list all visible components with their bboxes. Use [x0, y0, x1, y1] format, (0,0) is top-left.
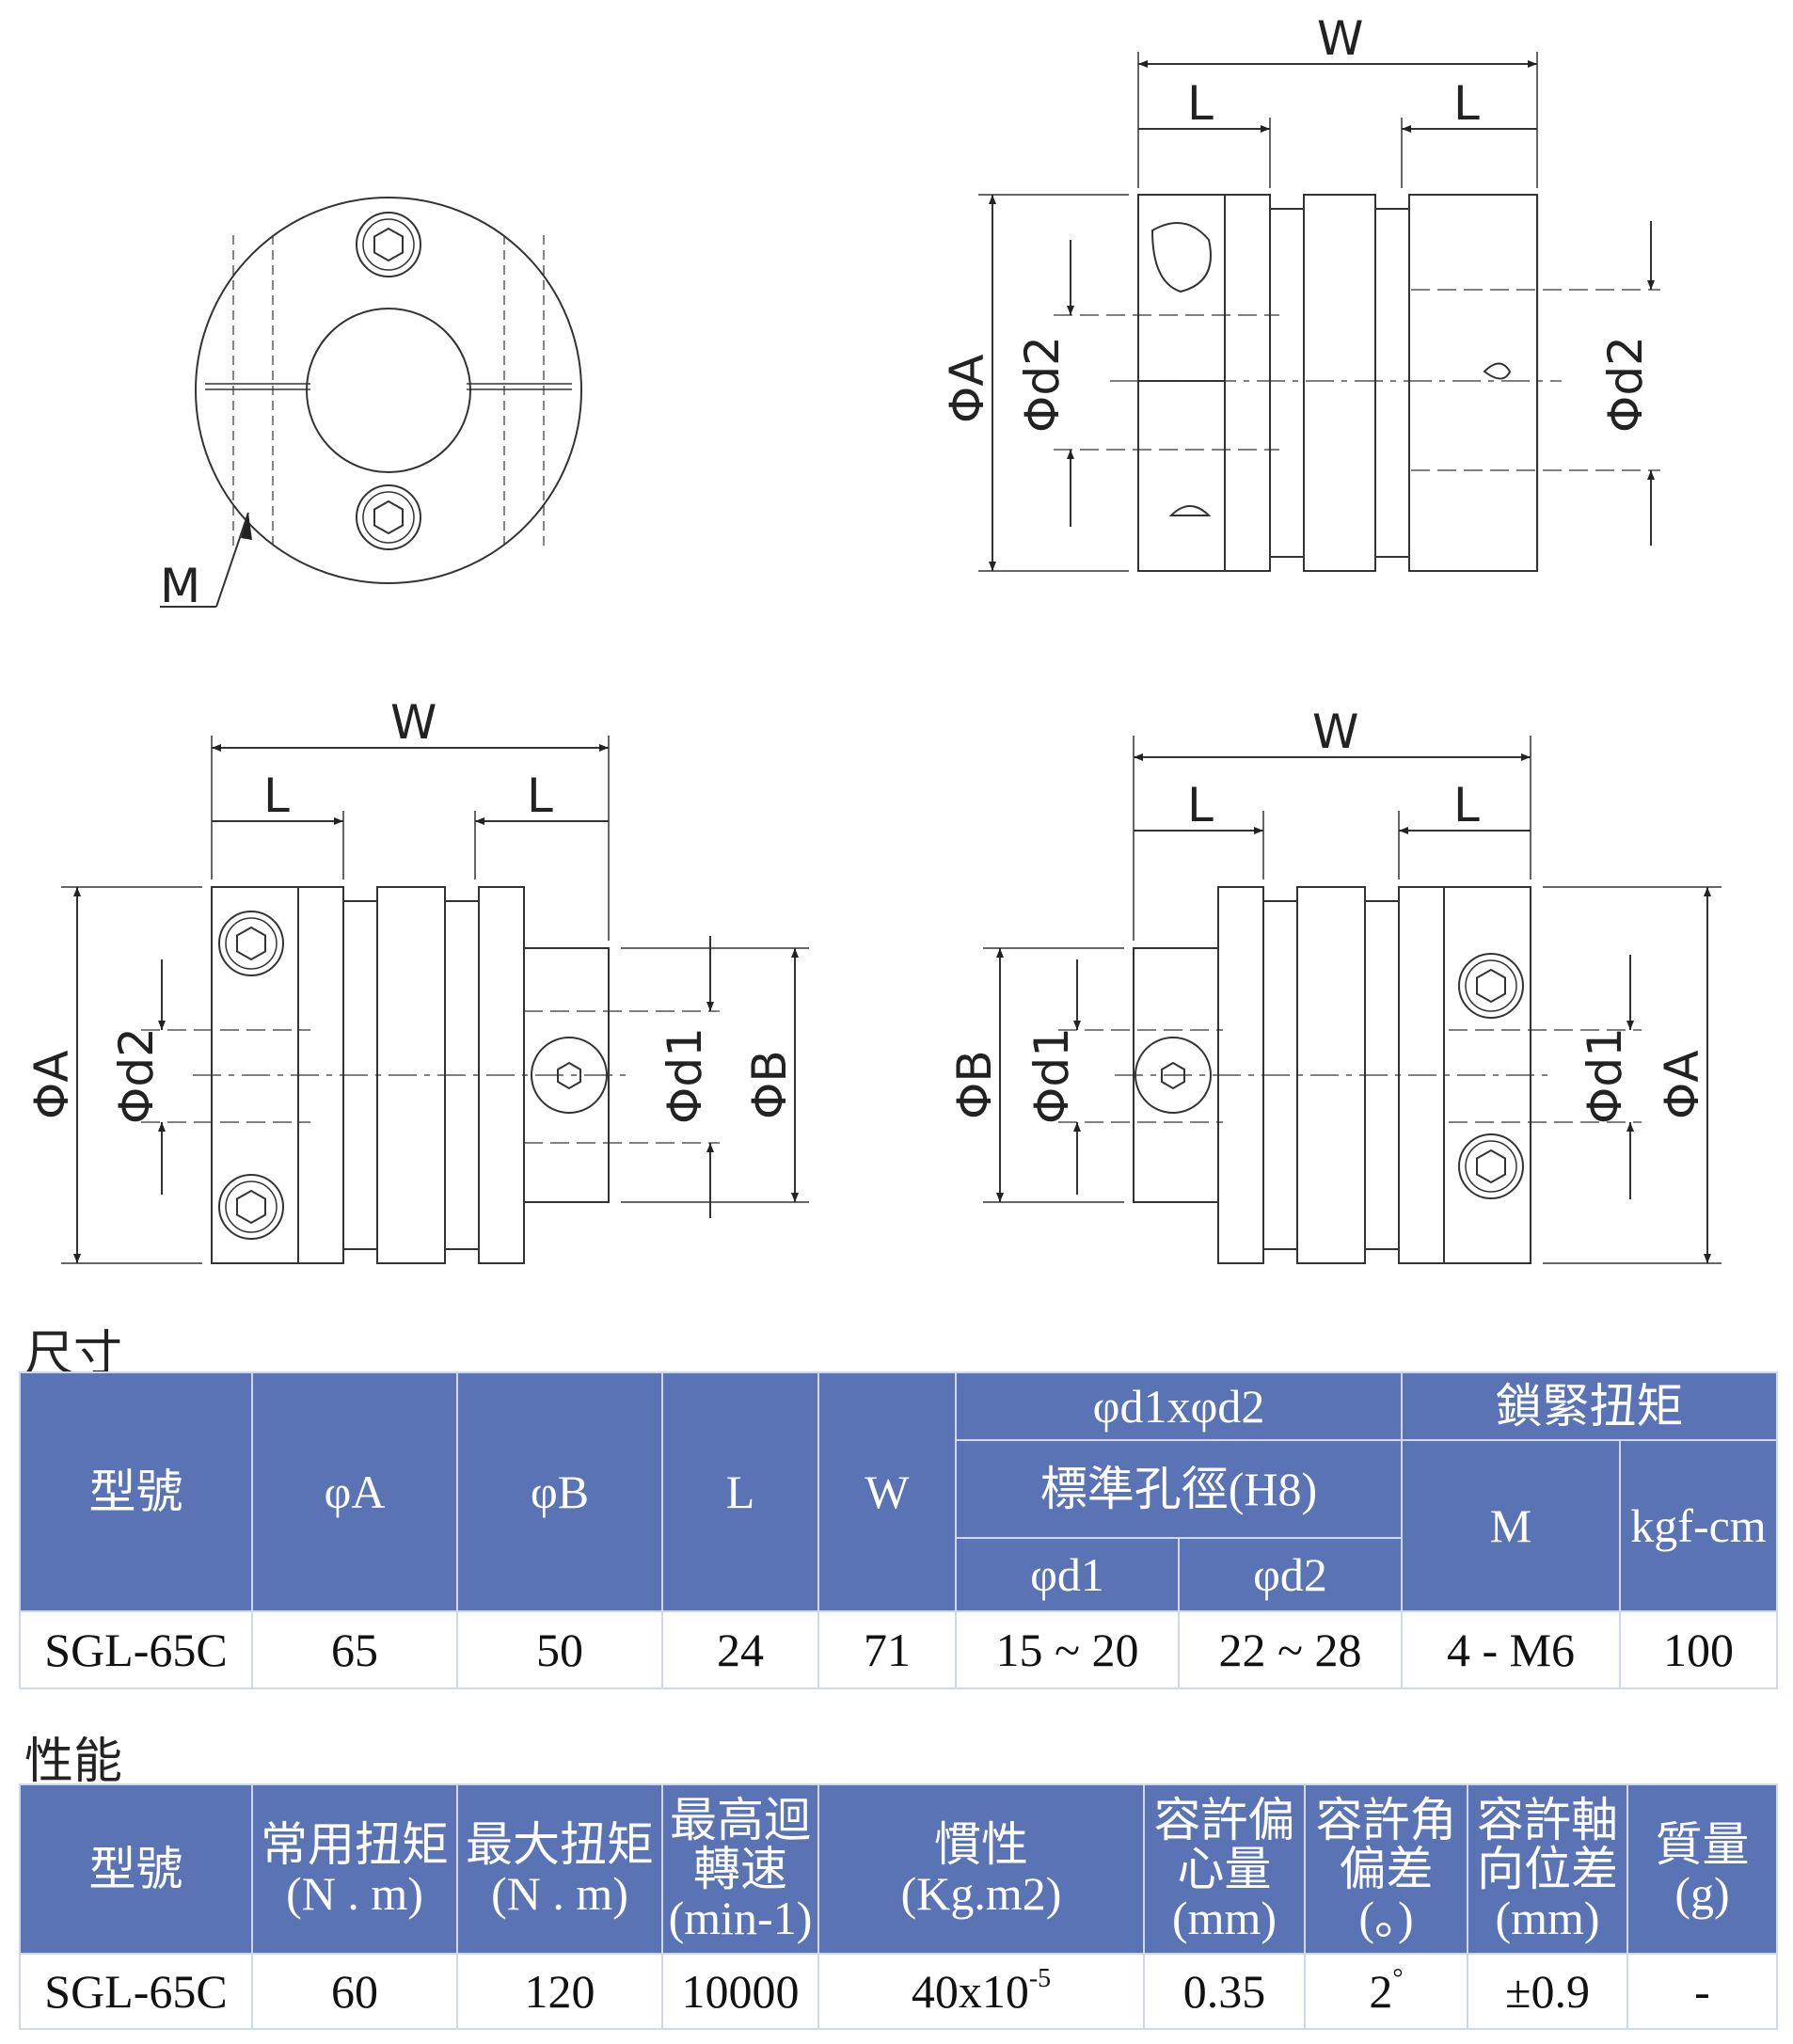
perf-header-max-speed: 最高迴 轉速 (min-1) [661, 1783, 819, 1955]
perf-header-inertia: 慣性 (Kg.m2) [817, 1783, 1145, 1955]
misalign-label-1: 容許偏 [1153, 1794, 1295, 1846]
mass-unit: (g) [1674, 1867, 1730, 1920]
inertia-exponent: -5 [1028, 1964, 1052, 1993]
header-phi-d2: φd2 [1178, 1537, 1403, 1612]
max-torque-unit: (N . m) [491, 1867, 628, 1920]
perf-cell-axial: ±0.9 [1467, 1953, 1628, 2030]
phi-d1-label-br-right: Φd1 [1578, 1027, 1632, 1124]
inertia-unit: (Kg.m2) [900, 1867, 1062, 1920]
header-torque-group: 鎖緊扭矩 [1401, 1371, 1778, 1441]
side-view-top [978, 52, 1660, 572]
phi-a-label-top: ΦA [940, 354, 994, 423]
cell-w: 71 [817, 1610, 957, 1689]
perf-header-model: 型號 [19, 1783, 253, 1955]
l-label-top-left: L [1187, 76, 1214, 131]
perf-header-rated-torque: 常用扭矩 (N . m) [251, 1783, 458, 1955]
misalign-label-2: 心量 [1177, 1843, 1272, 1895]
max-speed-label-2: 轉速 [693, 1843, 787, 1895]
cell-l: 24 [661, 1610, 819, 1689]
max-torque-label: 最大扭矩 [466, 1818, 654, 1871]
header-kgfcm: kgf-cm [1619, 1439, 1778, 1612]
axial-label-1: 容許軸 [1477, 1794, 1618, 1846]
rated-torque-label: 常用扭矩 [261, 1818, 449, 1871]
angular-value: 2 [1369, 1965, 1393, 2018]
w-label-top: W [1317, 11, 1363, 66]
side-view-bottom-right [983, 736, 1722, 1264]
angular-degree: ° [1392, 1964, 1404, 1993]
perf-header-misalign: 容許偏 心量 (mm) [1143, 1783, 1306, 1955]
cell-model: SGL-65C [19, 1610, 253, 1689]
w-label-bottom-right: W [1312, 705, 1358, 759]
axial-unit: (mm) [1495, 1892, 1600, 1944]
perf-cell-mass: - [1626, 1953, 1778, 2030]
header-phi-d1: φd1 [955, 1537, 1180, 1612]
phi-d2-label-top-left: Φd2 [1015, 336, 1070, 433]
max-speed-unit: (min-1) [668, 1892, 813, 1944]
inertia-label: 慣性 [934, 1818, 1028, 1871]
table-row: SGL-65C 65 50 24 71 15 ~ 20 22 ~ 28 4 - … [19, 1610, 1778, 1689]
l-label-br-left: L [1187, 778, 1214, 832]
phi-b-label-br: ΦB [947, 1050, 1002, 1119]
l-label-br-right: L [1453, 778, 1480, 832]
mass-label: 質量 [1655, 1818, 1750, 1871]
l-label-bl-left: L [263, 768, 290, 823]
phi-d2-label-top-right: Φd2 [1598, 336, 1653, 433]
l-label-top-right: L [1453, 76, 1480, 131]
phi-d2-label-bl: Φd2 [109, 1027, 164, 1124]
cell-m: 4 - M6 [1401, 1610, 1621, 1689]
header-l: L [661, 1371, 819, 1612]
header-bore-standard: 標準孔徑(H8) [955, 1439, 1403, 1539]
cell-phi-b: 50 [456, 1610, 663, 1689]
performance-table: 型號 常用扭矩 (N . m) 最大扭矩 (N . m) 最高迴 轉速 (min… [19, 1783, 1778, 2030]
inertia-base: 40x10 [911, 1965, 1029, 2018]
header-model: 型號 [19, 1371, 253, 1612]
phi-d1-label-bl: Φd1 [658, 1027, 712, 1124]
angular-label-1: 容許角 [1315, 1794, 1457, 1846]
angular-label-2: 偏差 [1339, 1843, 1434, 1895]
header-m: M [1401, 1439, 1621, 1612]
angular-unit: (。) [1358, 1892, 1414, 1944]
phi-d1-label-br-left: Φd1 [1024, 1027, 1079, 1124]
cell-kgfcm: 100 [1619, 1610, 1778, 1689]
perf-header-angular: 容許角 偏差 (。) [1304, 1783, 1468, 1955]
perf-cell-angular: 2° [1304, 1953, 1468, 2030]
axial-label-2: 向位差 [1477, 1843, 1618, 1895]
cell-d1: 15 ~ 20 [955, 1610, 1180, 1689]
phi-a-label-br: ΦA [1655, 1050, 1709, 1119]
m-label: M [160, 559, 200, 613]
perf-cell-max-speed: 10000 [661, 1953, 819, 2030]
technical-drawings: M [24, 11, 1722, 1264]
header-phi-a: φA [251, 1371, 458, 1612]
w-label-bottom-left: W [390, 695, 436, 750]
perf-cell-misalign: 0.35 [1143, 1953, 1306, 2030]
perf-cell-rated-torque: 60 [251, 1953, 458, 2030]
l-label-bl-right: L [527, 768, 553, 823]
perf-header-axial: 容許軸 向位差 (mm) [1467, 1783, 1628, 1955]
cell-d2: 22 ~ 28 [1178, 1610, 1403, 1689]
cell-phi-a: 65 [251, 1610, 458, 1689]
rated-torque-unit: (N . m) [286, 1867, 423, 1920]
performance-title: 性能 [24, 1734, 123, 1790]
side-view-bottom-left [61, 736, 809, 1264]
perf-header-mass: 質量 (g) [1626, 1783, 1778, 1955]
dimensions-table: 型號 φA φB L W φd1xφd2 鎖緊扭矩 標準孔徑(H8) M kgf… [19, 1371, 1778, 1689]
phi-b-label-bl: ΦB [742, 1050, 797, 1119]
header-phi-b: φB [456, 1371, 663, 1612]
perf-cell-model: SGL-65C [19, 1953, 253, 2030]
header-w: W [817, 1371, 957, 1612]
end-view [160, 197, 582, 608]
misalign-unit: (mm) [1171, 1892, 1277, 1944]
max-speed-label-1: 最高迴 [670, 1794, 811, 1846]
phi-a-label-bl: ΦA [24, 1050, 79, 1119]
perf-header-max-torque: 最大扭矩 (N . m) [456, 1783, 663, 1955]
perf-cell-inertia: 40x10-5 [817, 1953, 1145, 2030]
header-bore-group: φd1xφd2 [955, 1371, 1403, 1441]
perf-cell-max-torque: 120 [456, 1953, 663, 2030]
table-row: SGL-65C 60 120 10000 40x10-5 0.35 2° ±0.… [19, 1953, 1778, 2030]
